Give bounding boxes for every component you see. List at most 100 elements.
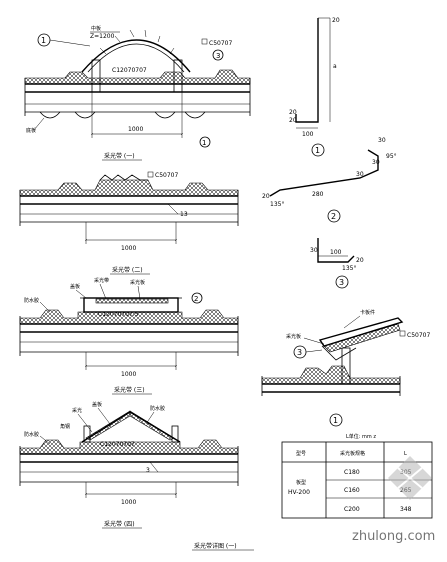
callout-below-label: 1: [202, 139, 206, 147]
d4-post-top: [321, 345, 357, 361]
d1-dim-left-b: 20: [289, 117, 297, 124]
s4-span-dim: 1000: [121, 499, 136, 506]
s3-callout: 2: [194, 295, 198, 303]
callout-1-leader: [49, 39, 91, 47]
table-row-2-value: 348: [400, 506, 412, 513]
table-header-2: L: [404, 451, 407, 457]
d4-slope-panel: [323, 323, 401, 353]
s4-channel-tag: C12070707: [100, 441, 135, 448]
arched-skylight: [81, 39, 191, 73]
d3-callout: 3: [339, 278, 344, 287]
s4-label-a: 采光: [72, 407, 82, 414]
s3-label-c: 采光板: [130, 279, 145, 286]
s4-dim3-leader: [149, 461, 159, 473]
s3-callout-circle: [191, 292, 203, 304]
d3-callout-circle: [335, 275, 349, 289]
s1-leader-label: 中板: [91, 25, 101, 32]
table-header-1: 采光板规格: [340, 450, 365, 457]
s4-gable-right-panel: [129, 410, 175, 441]
s3-label-b: 采光带: [94, 277, 109, 284]
d2-dim-angle-a: 95°: [386, 153, 397, 160]
left-channel-post: [91, 59, 101, 93]
s4-right-post: [171, 425, 179, 443]
s4-left-post: [83, 425, 91, 443]
d3-dim-angle: 135°: [342, 265, 356, 272]
d4-tag: C50707: [407, 332, 430, 339]
d4-slope-sheet: [318, 317, 404, 347]
table-row-2-spec: C200: [344, 506, 360, 513]
arched-skylight-inner: [87, 43, 185, 73]
s4-label-mid: 角钢: [60, 423, 70, 430]
d3-dim-b: 100: [330, 249, 342, 256]
d3-dim-a: 30: [310, 247, 318, 254]
d3-dim-c: 20: [356, 257, 364, 264]
table-row-1-spec: C160: [344, 487, 360, 494]
d1-dim-mid: a: [333, 63, 337, 70]
d1-dim-left-a: 20: [289, 109, 297, 116]
s1-base-leader: [33, 117, 45, 131]
d1-dim-bottom: 100: [302, 131, 314, 138]
d2-dim-angle-b: 135°: [270, 201, 284, 208]
d1-callout-circle: [311, 143, 325, 157]
s2-dim13: 13: [180, 211, 188, 218]
s1-base-label: 底板: [26, 127, 36, 134]
s2-dim13-leader: [167, 203, 179, 215]
d4-roof-hatch: [261, 365, 401, 385]
d1-profile: [295, 18, 319, 123]
s4-label-c: 防水胶: [150, 405, 165, 412]
watermark-logo-mark: [397, 467, 423, 489]
d2-dim-b: 30: [372, 159, 380, 166]
d2-dim-d: 280: [312, 191, 324, 198]
table-header-0: 型号: [296, 450, 306, 457]
s4-dim3: 3: [146, 467, 150, 474]
s3-channel-tag: C12070707.5: [98, 311, 139, 318]
s4-leader-b: [97, 407, 111, 425]
s4-caption: 采光带 (四): [104, 520, 135, 528]
d2-dim-a: 30: [378, 137, 386, 144]
callout-3-circle: [212, 49, 224, 61]
s1-arc-dim: Z=1200: [90, 33, 115, 40]
s3-caption: 采光带 (三): [114, 386, 145, 394]
s4-gable-left-panel: [85, 410, 131, 441]
d2-dim-c: 30: [356, 171, 364, 178]
d3-profile: [317, 238, 355, 263]
detail-4-joint: 卡板件 采光板 C50707 3 1: [261, 309, 430, 427]
section-4-lighting-strip: 采光 盖板 防水胶 防水胶 角钢 C12070707 3 1000 采光带 (四…: [19, 401, 239, 529]
s4-leader-left: [39, 435, 51, 445]
d2-dim-e: 20: [262, 193, 270, 200]
s3-leader-a: [75, 289, 87, 299]
s4-label-b: 盖板: [92, 401, 102, 408]
d4-leader-a: [343, 315, 361, 329]
d4-callout-1-circle: [329, 413, 343, 427]
d1-callout: 1: [315, 146, 320, 155]
footer-title: 采光带详图 (一): [194, 542, 237, 550]
ridge-tag-box: [201, 38, 208, 45]
callout-3-label: 3: [216, 52, 220, 60]
callout-1-label: 1: [41, 36, 46, 45]
s4-label-left: 防水胶: [24, 431, 39, 438]
detail-2-profile: 30 95° 30 30 280 20 135° 2: [262, 137, 397, 223]
d2-callout-circle: [327, 209, 341, 223]
watermark-brand: zhulong.com: [352, 529, 435, 544]
right-channel-post: [173, 59, 183, 93]
detail-3-profile: 30 100 20 135° 3: [310, 238, 364, 289]
detail-1-profile: 20 a 20 20 100 1: [289, 17, 340, 157]
d4-post: [341, 347, 351, 385]
under-wave: [39, 111, 206, 119]
s1-ridge-tag: C50707: [209, 40, 232, 47]
s1-channel-tag: C12070707: [112, 67, 147, 74]
d4-callout-3-leader: [305, 349, 323, 353]
s3-leader-b: [99, 283, 107, 300]
table-row-0-spec: C180: [344, 469, 360, 476]
s4-leader-a: [77, 413, 93, 433]
d4-label-b: 采光板: [286, 333, 301, 340]
d2-callout: 2: [331, 212, 336, 221]
s2-tag-box: [147, 171, 154, 178]
table-rowspan-a: 板型: [296, 479, 306, 486]
s4-leader-c: [145, 411, 155, 425]
d4-callout-1: 1: [333, 416, 338, 425]
d2-profile: [269, 149, 379, 197]
s2-tag: C50707: [155, 172, 178, 179]
d4-tag-box: [399, 330, 406, 337]
